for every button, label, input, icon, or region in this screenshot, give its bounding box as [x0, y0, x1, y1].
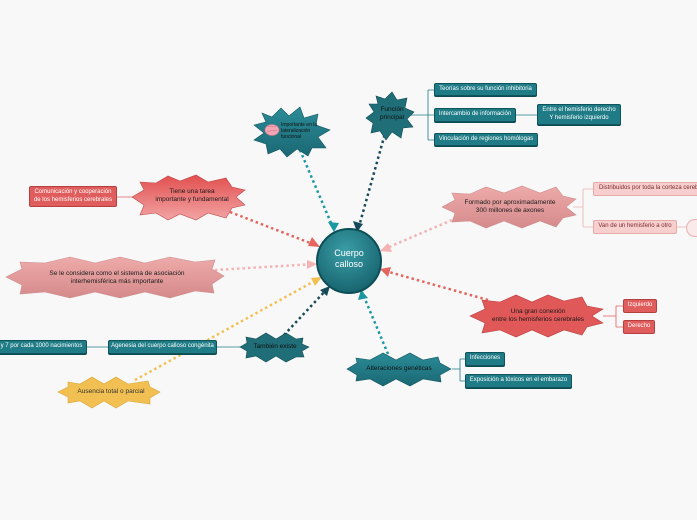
connector-funcion — [410, 89, 434, 141]
node-considera-label: Se le considera como el sistema de asoci… — [49, 270, 185, 286]
connector-formado — [573, 188, 593, 228]
box-exposicion[interactable]: Exposición a tóxicos en el embarazo — [465, 374, 572, 388]
node-tambien-shape[interactable] — [239, 332, 310, 363]
box-distribuidos[interactable]: Distribuidos por toda la corteza cereb — [593, 182, 697, 196]
arrow-ausencia — [311, 277, 322, 286]
link-funcion — [356, 129, 388, 231]
connector-conexion — [603, 305, 623, 328]
link-conexion — [381, 268, 489, 302]
brain-icon — [264, 124, 280, 136]
arrow-conexion — [380, 267, 391, 277]
link-tiene — [229, 210, 319, 248]
box-vinculacion[interactable]: Vinculación de regiones homólogas — [434, 133, 538, 146]
node-importante-shape[interactable] — [253, 106, 331, 158]
arrow-tambien — [320, 286, 330, 296]
center-node-circle[interactable] — [316, 228, 382, 294]
arrow-funcion — [353, 221, 363, 232]
link-importante — [298, 149, 336, 231]
arrow-tiene — [308, 237, 320, 247]
box-agenesia[interactable]: Agenesia del cuerpo calloso congénita — [108, 340, 217, 354]
box-nacimientos[interactable]: y 7 por cada 1000 nacimientos — [0, 340, 87, 354]
node-tambien-label: También existe — [253, 343, 297, 350]
link-alteraciones — [360, 291, 390, 355]
box-teorias[interactable]: Teorías sobre su función inhibitoria — [434, 83, 537, 96]
node-alteraciones-shape[interactable] — [346, 352, 452, 387]
arrow-considera — [307, 260, 317, 269]
link-ausencia — [134, 276, 321, 382]
arrow-importante — [328, 222, 339, 232]
node-ausencia-label: Ausencia total o parcial — [77, 388, 145, 395]
van-child-placeholder[interactable] — [686, 219, 697, 237]
link-formado — [381, 218, 453, 252]
box-derecho[interactable]: Derecho — [623, 320, 655, 334]
link-considera — [214, 262, 316, 272]
box-infecciones[interactable]: Infecciones — [465, 352, 505, 366]
arrow-alteraciones — [358, 290, 368, 300]
arrow-formado — [380, 243, 392, 252]
node-formado-shape[interactable] — [441, 185, 577, 229]
node-ausencia-shape[interactable] — [57, 376, 161, 409]
node-alteraciones-label: Alteraciones genéticas — [366, 365, 432, 372]
connector-alteraciones — [452, 358, 465, 382]
node-funcion-shape[interactable] — [365, 91, 415, 141]
node-conexion-shape[interactable] — [469, 294, 604, 338]
box-izquierdo[interactable]: Izquierdo — [623, 299, 657, 313]
node-considera-shape[interactable] — [5, 256, 225, 299]
box-intercambio[interactable]: Intercambio de información — [434, 108, 516, 122]
node-tiene-shape[interactable] — [131, 174, 246, 221]
box-van[interactable]: Van de un hemisferio a otro — [593, 220, 677, 234]
